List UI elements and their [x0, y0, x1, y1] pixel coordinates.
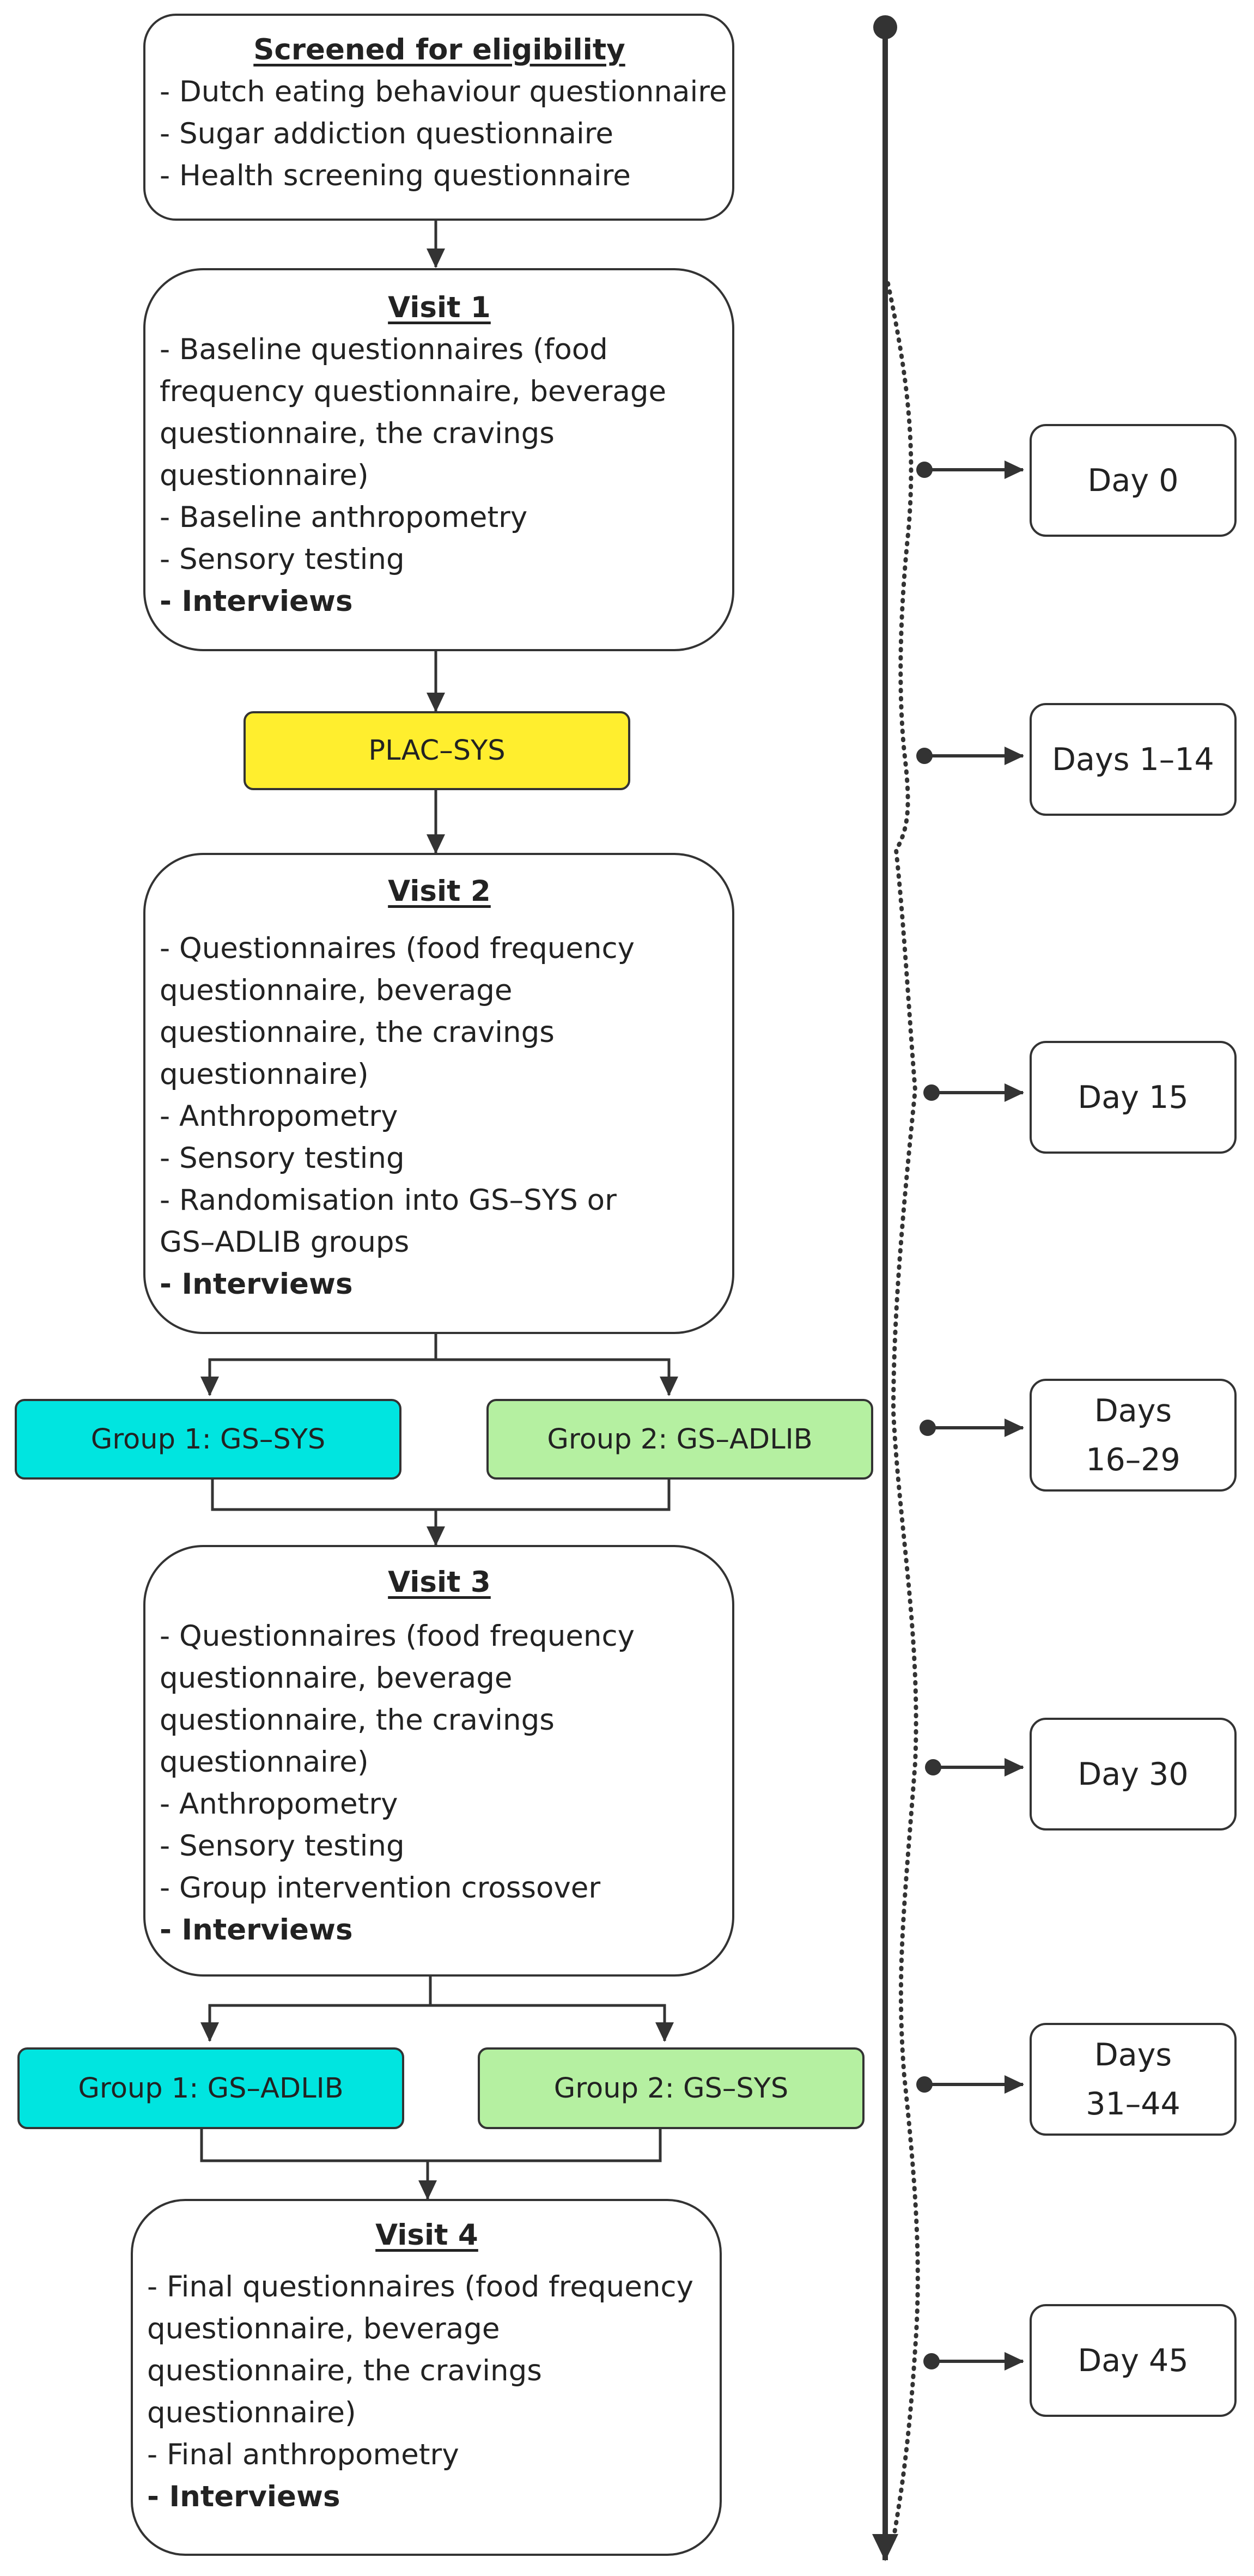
day-box-day-30: Day 30 [1030, 1718, 1237, 1831]
split-connector-visit2 [200, 1334, 437, 1396]
visit2-item: questionnaire, beverage [160, 974, 513, 1007]
visit4-item: - Interviews [147, 2480, 340, 2513]
visit1-box: Visit 1 - Baseline questionnaires (food … [143, 268, 734, 651]
split-connector-visit2-right [436, 1358, 678, 1396]
visit4-item: questionnaire, the cravings [147, 2354, 542, 2387]
screening-item: - Dutch eating behaviour questionnaire [160, 75, 727, 108]
day-box-days-1-14: Days 1–14 [1030, 703, 1237, 816]
visit1-item: - Baseline anthropometry [160, 501, 528, 534]
visit2-item: - Sensory testing [160, 1142, 405, 1175]
visit4-box: Visit 4 - Final questionnaires (food fre… [131, 2199, 722, 2556]
visit1-item: - Sensory testing [160, 543, 405, 576]
visit2-item: questionnaire) [160, 1058, 369, 1091]
visit2-item: - Questionnaires (food frequency [160, 932, 635, 965]
screening-title: Screened for eligibility [253, 33, 625, 66]
phase2-group1-box: Group 1: GS–SYS [15, 1399, 401, 1480]
visit3-item: - Interviews [160, 1913, 353, 1947]
visit3-item: questionnaire) [160, 1745, 369, 1779]
screening-item: - Health screening questionnaire [160, 159, 631, 192]
visit1-title: Visit 1 [388, 291, 491, 324]
visit2-item: - Randomisation into GS–SYS or [160, 1184, 617, 1217]
visit2-box: Visit 2 - Questionnaires (food frequency… [143, 853, 734, 1334]
visit4-item: - Final questionnaires (food frequency [147, 2270, 693, 2304]
visit1-item: questionnaire) [160, 459, 369, 492]
visit2-title: Visit 2 [388, 875, 491, 908]
visit2-item: questionnaire, the cravings [160, 1016, 555, 1049]
visit2-item: - Anthropometry [160, 1100, 398, 1133]
visit3-title: Visit 3 [388, 1566, 491, 1599]
visit3-item: - Sensory testing [160, 1829, 405, 1863]
timeline-dotted-wave [886, 281, 920, 2542]
plac-sys-box: PLAC–SYS [244, 711, 630, 790]
visit2-item: GS–ADLIB groups [160, 1226, 410, 1259]
phase3-group2-box: Group 2: GS–SYS [478, 2047, 865, 2129]
visit4-title: Visit 4 [375, 2219, 478, 2252]
day-box-days-31-44: Days 31–44 [1030, 2023, 1237, 2136]
visit4-item: - Final anthropometry [147, 2438, 459, 2471]
visit3-item: questionnaire, the cravings [160, 1704, 555, 1737]
visit3-item: questionnaire, beverage [160, 1662, 513, 1695]
screening-item: - Sugar addiction questionnaire [160, 117, 613, 150]
visit4-item: questionnaire) [147, 2396, 356, 2429]
visit1-item: - Baseline questionnaires (food [160, 333, 608, 366]
split-connector-visit3-right [430, 2004, 674, 2042]
visit3-item: - Group intervention crossover [160, 1871, 601, 1905]
day-box-day-0: Day 0 [1030, 424, 1237, 537]
day-box-day-15: Day 15 [1030, 1041, 1237, 1154]
visit4-item: questionnaire, beverage [147, 2312, 500, 2345]
day-box-day-45: Day 45 [1030, 2304, 1237, 2417]
phase2-group2-box: Group 2: GS–ADLIB [486, 1399, 873, 1480]
split-connector-visit3 [200, 1977, 432, 2042]
day-pointers [916, 460, 1024, 2371]
visit1-item: - Interviews [160, 585, 353, 618]
visit3-box: Visit 3 - Questionnaires (food frequency… [143, 1545, 734, 1977]
merge-connector-visit3 [211, 1480, 671, 1511]
merge-connector-visit4 [200, 2129, 662, 2162]
visit1-item: frequency questionnaire, beverage [160, 375, 667, 408]
visit1-item: questionnaire, the cravings [160, 417, 555, 450]
visit3-item: - Anthropometry [160, 1787, 398, 1821]
day-box-days-16-29: Days 16–29 [1030, 1379, 1237, 1492]
screening-box: Screened for eligibility - Dutch eating … [143, 14, 734, 221]
visit3-item: - Questionnaires (food frequency [160, 1620, 635, 1653]
visit2-item: - Interviews [160, 1268, 353, 1301]
phase3-group1-box: Group 1: GS–ADLIB [17, 2047, 404, 2129]
